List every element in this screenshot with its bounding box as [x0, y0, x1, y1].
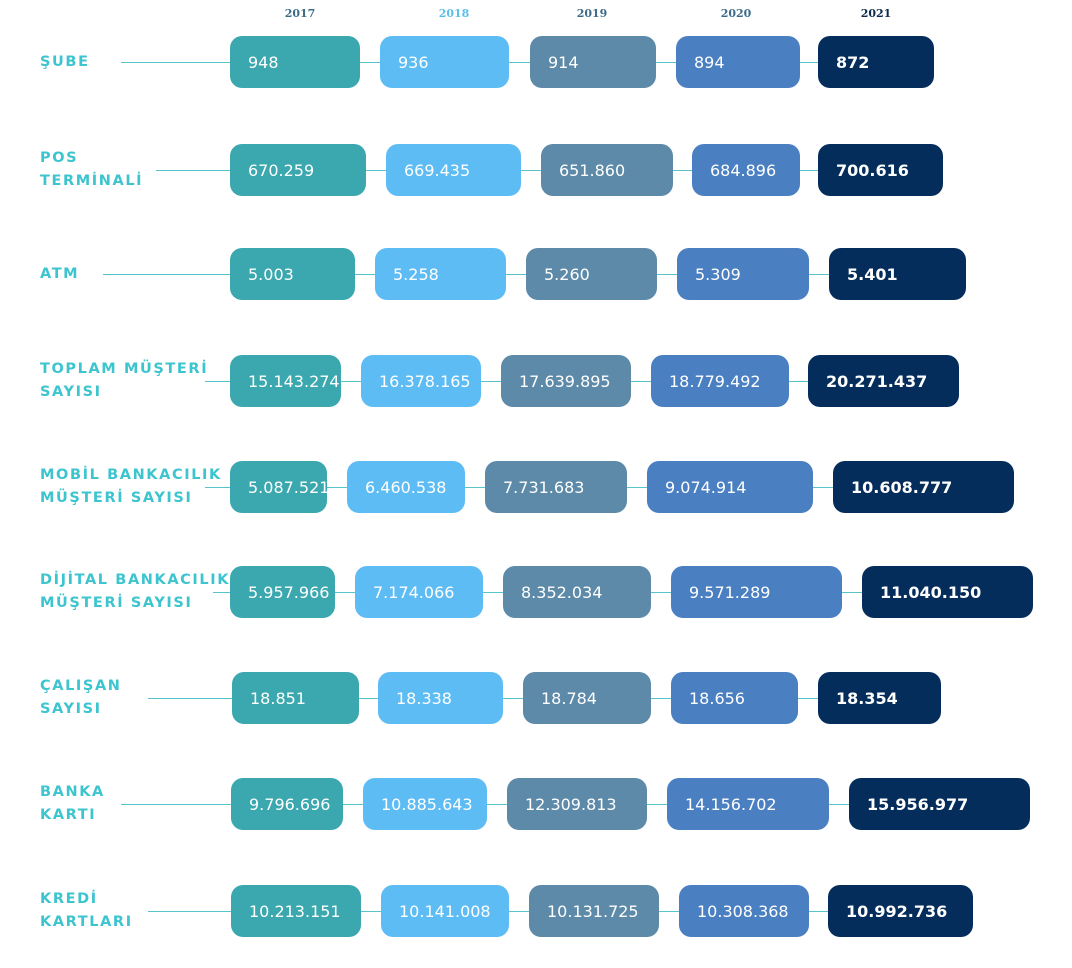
value-box-2019: 914	[530, 36, 656, 88]
value-box-2017: 5.003	[230, 248, 355, 300]
value-box-2021: 11.040.150	[862, 566, 1033, 618]
value-box-2019: 17.639.895	[501, 355, 631, 407]
row-label: ATM	[40, 263, 79, 286]
row-label-line: DİJİTAL BANKACILIK	[40, 572, 231, 588]
row-label: MOBİL BANKACILIK MÜŞTERİ SAYISI	[40, 464, 222, 510]
value-box-2017: 948	[230, 36, 360, 88]
value-box-2021: 700.616	[818, 144, 943, 196]
value-box-2021: 872	[818, 36, 934, 88]
value-box-2017: 670.259	[230, 144, 366, 196]
row-label-line: MÜŞTERİ SAYISI	[40, 489, 193, 506]
row-label-line: KARTI	[40, 807, 97, 823]
value-box-2018: 10.885.643	[363, 778, 487, 830]
row-label-line: TERMİNALİ	[40, 172, 144, 189]
value-box-2021: 18.354	[818, 672, 941, 724]
row-label-line: BANKA	[40, 784, 105, 800]
value-box-2020: 894	[676, 36, 800, 88]
value-box-2020: 684.896	[692, 144, 800, 196]
value-box-2017: 5.957.966	[230, 566, 335, 618]
value-box-2018: 5.258	[375, 248, 506, 300]
value-box-2017: 5.087.521	[230, 461, 329, 513]
value-box-2020: 5.309	[677, 248, 809, 300]
value-box-2018: 6.460.538	[347, 461, 465, 513]
value-box-2020: 18.779.492	[651, 355, 789, 407]
value-box-2019: 7.731.683	[485, 461, 627, 513]
row-label: POS TERMİNALİ	[40, 147, 143, 193]
row-label-line: ATM	[40, 265, 80, 282]
value-box-2021: 10.992.736	[828, 885, 973, 937]
value-box-2017: 10.213.151	[231, 885, 361, 937]
value-box-2021: 10.608.777	[833, 461, 1014, 513]
value-box-2017: 9.796.696	[231, 778, 343, 830]
row-label-line: TOPLAM MÜŞTERİ	[40, 360, 209, 377]
value-box-2018: 669.435	[386, 144, 521, 196]
value-box-2020: 9.571.289	[671, 566, 842, 618]
value-box-2019: 12.309.813	[507, 778, 647, 830]
year-label-2020: 2020	[720, 7, 752, 20]
value-box-2021: 15.956.977	[849, 778, 1030, 830]
value-box-2019: 10.131.725	[529, 885, 659, 937]
row-label-line: SAYISI	[40, 700, 102, 717]
value-box-2020: 14.156.702	[667, 778, 829, 830]
row-label: BANKA KARTI	[40, 781, 105, 827]
value-box-2019: 8.352.034	[503, 566, 651, 618]
value-box-2018: 7.174.066	[355, 566, 483, 618]
row-label: ÇALIŞAN SAYISI	[40, 675, 122, 721]
value-box-2018: 16.378.165	[361, 355, 481, 407]
year-label-2017: 2017	[284, 7, 316, 20]
row-label: TOPLAM MÜŞTERİ SAYISI	[40, 358, 208, 404]
value-box-2018: 10.141.008	[381, 885, 509, 937]
row-connector-line	[121, 804, 859, 805]
value-box-2018: 936	[380, 36, 509, 88]
row-label-line: KREDİ	[40, 891, 98, 907]
year-label-2021: 2021	[860, 7, 892, 20]
row-label-line: ÇALIŞAN	[40, 677, 122, 694]
year-label-2019: 2019	[576, 7, 608, 20]
value-box-2017: 18.851	[232, 672, 359, 724]
value-box-2019: 5.260	[526, 248, 657, 300]
value-box-2018: 18.338	[378, 672, 503, 724]
row-label-line: MÜŞTERİ SAYISI	[40, 595, 193, 611]
value-box-2021: 20.271.437	[808, 355, 959, 407]
row-label-line: ŞUBE	[40, 53, 90, 70]
row-label-line: POS	[40, 149, 79, 166]
row-label-line: KARTLARI	[40, 914, 133, 930]
row-label: ŞUBE	[40, 51, 90, 74]
row-label: DİJİTAL BANKACILIK MÜŞTERİ SAYISI	[40, 569, 230, 615]
value-box-2019: 651.860	[541, 144, 673, 196]
value-box-2020: 18.656	[671, 672, 798, 724]
row-label-line: MOBİL BANKACILIK	[40, 466, 222, 483]
row-label-line: SAYISI	[40, 383, 102, 400]
value-box-2021: 5.401	[829, 248, 966, 300]
value-box-2017: 15.143.274	[230, 355, 341, 407]
value-box-2020: 10.308.368	[679, 885, 809, 937]
value-box-2019: 18.784	[523, 672, 651, 724]
row-label: KREDİ KARTLARI	[40, 888, 133, 934]
value-box-2020: 9.074.914	[647, 461, 813, 513]
year-label-2018: 2018	[438, 7, 470, 20]
